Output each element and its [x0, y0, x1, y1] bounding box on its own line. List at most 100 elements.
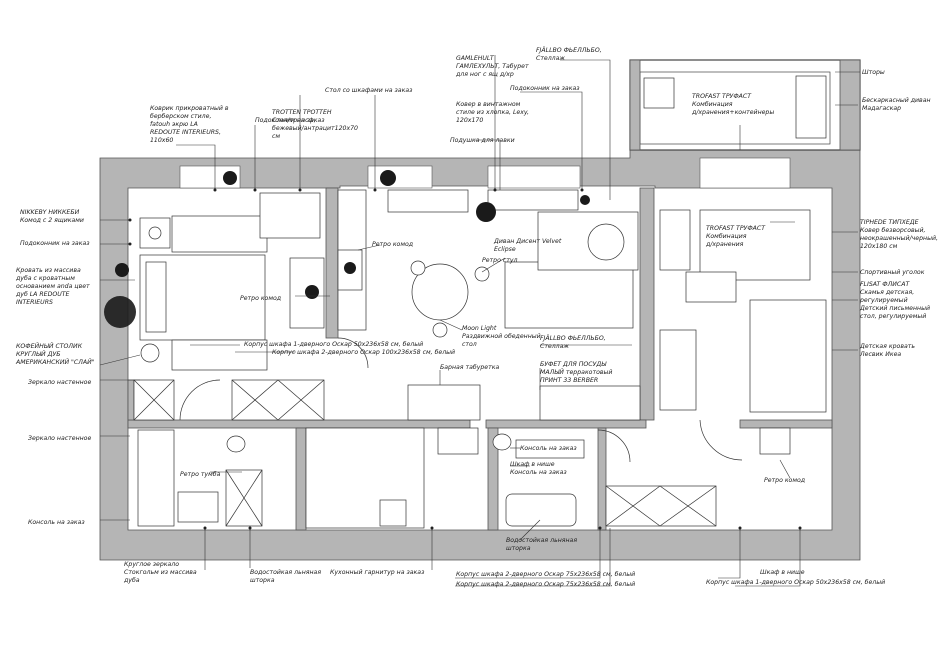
window-recess	[699, 157, 791, 189]
partition-wall	[739, 419, 833, 429]
bar-counter	[407, 384, 481, 421]
stove	[379, 499, 407, 527]
label-gamlehult: GAMLEHULT ГАМЛЕХУЛЬТ, Табурет для ног с …	[455, 55, 531, 78]
partition-wall	[295, 427, 307, 531]
partition-wall	[127, 419, 471, 429]
balcony-wall	[629, 59, 641, 151]
rug-kids	[699, 209, 811, 281]
wardrobe	[231, 379, 325, 421]
window-recess	[487, 165, 581, 189]
label-kids-bed: Детская кровать Лесвик Икеа	[859, 343, 917, 358]
kids-bed	[749, 299, 827, 413]
rug	[171, 215, 268, 253]
label-retro-chair: Ретро стул	[482, 257, 517, 264]
label-bar-stool: Барная табуретка	[440, 363, 499, 371]
label-sill: Подоконник на заказ	[255, 117, 325, 124]
label-wardrobe-1door: Корпус шкафа 1-дверного Оскар 50x236x58 …	[244, 340, 423, 348]
label-sofa: Диван Дисент Velvet Eclipse	[493, 237, 563, 253]
label-mirror-1: Зеркало настенное	[28, 379, 91, 386]
bed-pillow	[145, 261, 167, 333]
label-sill-left: Подоконник на заказ	[20, 240, 90, 247]
label-trofast-balcony: TROFAST ТРУФАСТ Комбинация д/хранения+ко…	[691, 93, 774, 116]
plant-icon	[104, 296, 136, 328]
label-madagascar: Бескаркасный диван Мадагаскар	[862, 97, 933, 112]
label-vintage-rug: Ковер в винтажном стиле из хлопка, Lexy,…	[456, 101, 531, 124]
label-fjallbo-mid: FJÄLLBO ФЬЕЛЛЬБО, Стеллаж	[540, 333, 608, 350]
coffee-table	[140, 343, 160, 363]
partition-wall	[597, 427, 607, 531]
label-console-left: Консоль на заказ	[28, 519, 85, 526]
label-flisat: FLISAT ФЛИСАТ Скамья детская, регулируем…	[859, 281, 932, 320]
bathtub	[137, 429, 175, 527]
label-wardrobe-2door: Корпус шкафа 2-дверного Оскар 100x236x58…	[272, 348, 455, 356]
label-wardrobe-75b: Корпус шкафа 2-дверного Оскар 75x236x58 …	[456, 580, 635, 588]
door-swing	[337, 337, 369, 369]
plant-icon	[223, 171, 237, 185]
label-kitchen: Кухонный гарнитур на заказ	[330, 569, 425, 576]
chair	[474, 266, 490, 282]
label-retro-chest-mid: Ретро комод	[372, 241, 413, 248]
sink	[437, 427, 479, 455]
plant-icon	[305, 285, 319, 299]
plants	[104, 170, 590, 328]
wardrobe	[133, 379, 175, 421]
annotations: Коврик прикроватный в берберском стиле, …	[15, 45, 940, 588]
label-retro-chest-bed: Ретро комод	[240, 295, 281, 302]
window-recess	[367, 165, 433, 189]
buffet	[539, 385, 641, 421]
label-linen-curtain-left: Водостойкая льняная шторка	[250, 569, 323, 584]
plant-icon	[115, 263, 129, 277]
console	[177, 491, 219, 523]
balcony-storage	[643, 77, 675, 109]
label-wardrobe-50-right: Корпус шкафа 1-дверного Оскар 50x236x58 …	[706, 578, 885, 586]
label-curtains: Шторы	[862, 69, 885, 76]
leader-lines	[99, 55, 860, 587]
label-coffee-table: КОФЕЙНЫЙ СТОЛИК КРУГЛЫЙ ДУБ АМЕРИКАНСКИЙ…	[15, 341, 95, 366]
label-retro-nightstand: Ретро тумба	[180, 470, 221, 478]
label-trotten: TROTTEN ТРОТТЕН Стол/трансф, бежевый/ант…	[272, 109, 360, 140]
wardrobe	[225, 469, 263, 527]
desk	[259, 192, 321, 239]
label-console-right: Консоль на заказ	[520, 445, 577, 452]
plant-icon	[344, 262, 356, 274]
leader-dots	[128, 188, 802, 530]
partition-wall	[485, 419, 647, 429]
balcony-sofa	[795, 75, 827, 139]
chair	[410, 260, 426, 276]
partition-wall	[127, 379, 135, 421]
label-sport-corner: Спортивный уголок	[860, 269, 925, 276]
door-swing	[179, 379, 221, 421]
bench-seat	[387, 189, 469, 213]
furniture	[133, 75, 827, 529]
wardrobe	[605, 485, 717, 527]
label-wardrobe-75a: Корпус шкафа 2-дверного Оскар 75x236x58 …	[456, 570, 635, 578]
label-bed: Кровать из массива дуба с кроватным осно…	[15, 267, 92, 306]
label-buffet: БУФЕТ ДЛЯ ПОСУДЫ МАЛЫЙ терракотовый ПРИН…	[540, 361, 614, 384]
label-fjallbo-top: FJÄLLBO ФЬЕЛЛЬБО, Стеллаж	[536, 45, 604, 62]
label-rug: Коврик прикроватный в берберском стиле, …	[150, 105, 231, 144]
toilet	[226, 435, 246, 453]
label-round-mirror: Круглое зеркало Стокгольм из массива дуб…	[123, 561, 199, 584]
retro-chest-right	[759, 427, 791, 455]
partition-wall	[487, 427, 499, 531]
label-cushion: Подушка для лавки	[450, 137, 515, 144]
toilet	[492, 433, 512, 451]
label-linen-curtain-mid: Водостойкая льняная шторка	[506, 537, 579, 552]
door-swing	[597, 429, 631, 463]
shelf	[659, 329, 697, 411]
partition-wall	[325, 187, 339, 339]
trofast-unit	[659, 209, 691, 271]
console-mid	[515, 439, 585, 459]
plant-icon	[476, 202, 496, 222]
label-moonlight: Moon Light Раздвижной обеденный стол	[462, 324, 543, 348]
partition-wall	[639, 187, 655, 421]
label-shelf-niche-2: Шкаф в нише	[760, 569, 805, 576]
label-table-cab: Стол со шкафами на заказ	[325, 87, 413, 94]
label-retro-chest-right: Ретро комод	[764, 477, 805, 484]
sofa	[504, 261, 634, 329]
label-tiphede: TIPHEDE ТИПХЕДЕ Ковер безворсовый, неокр…	[860, 219, 940, 250]
lamp	[148, 226, 162, 240]
label-shelf-niche: Шкаф в нише Консоль на заказ	[510, 461, 567, 476]
plant-icon	[580, 195, 590, 205]
